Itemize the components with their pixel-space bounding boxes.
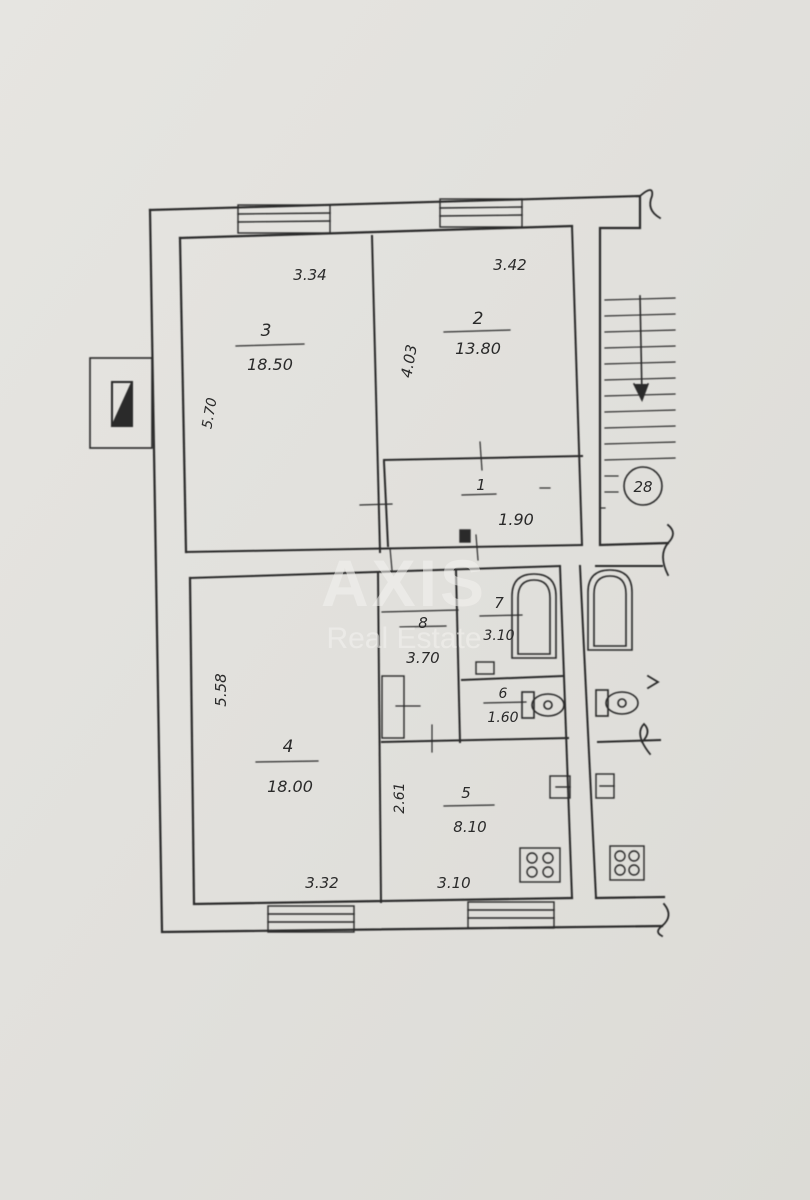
room-number: 4 [283, 737, 294, 757]
room-number: 2 [473, 309, 484, 329]
stair-marker [623, 466, 663, 506]
room-area: 1.60 [487, 710, 518, 726]
window-icon [439, 198, 523, 228]
chimney-icon [89, 357, 153, 449]
toilet-icon [521, 691, 565, 719]
room-area: 1.90 [498, 510, 534, 529]
dimension-room4-height: 5.58 [212, 673, 230, 706]
room-number: 6 [499, 686, 508, 702]
room-area: 18.50 [247, 355, 293, 374]
room-number: 1 [476, 476, 486, 494]
watermark-brand: AXIS [321, 546, 487, 620]
staircase [599, 297, 676, 509]
room-area: 18.00 [267, 777, 313, 796]
dimension-room2-width: 3.42 [493, 256, 526, 274]
window-icon [267, 905, 355, 933]
dimension-room5-width: 3.10 [437, 874, 470, 892]
stair-marker-label: 28 [633, 478, 652, 496]
dimension-room3-width: 3.34 [293, 266, 326, 284]
window-icon [467, 901, 555, 929]
bathtub-icon [587, 569, 633, 651]
sink-icon [381, 675, 405, 739]
room-area: 13.80 [455, 339, 501, 358]
area-fraction-lines [235, 329, 527, 807]
watermark: AXIS Real Estate [321, 546, 487, 655]
watermark-tagline: Real Estate [326, 622, 481, 655]
break-line-icon [638, 189, 674, 938]
dimension-room2-height: 4.03 [397, 343, 421, 379]
room-number: 8 [418, 614, 428, 632]
room-area: 8.10 [453, 818, 486, 836]
room-number: 3 [261, 321, 272, 341]
room-number: 5 [461, 784, 471, 802]
stair-arrow-icon [632, 295, 650, 402]
dimension-room4-width: 3.32 [305, 874, 338, 892]
room-labels: 3 18.50 2 13.80 1 1.90 8 3.70 7 3.10 6 1… [247, 309, 534, 836]
window-icon [237, 204, 331, 234]
dimension-room3-height: 5.70 [199, 396, 220, 430]
room-area: 3.10 [483, 628, 514, 644]
bathtub-icon [511, 573, 557, 659]
toilet-icon [595, 689, 639, 717]
room-number: 7 [494, 594, 504, 612]
room-area: 3.70 [406, 649, 439, 667]
sink-icon [475, 661, 495, 675]
inner-walls [184, 224, 663, 904]
vent-icon [459, 529, 615, 799]
dimension-room5-height: 2.61 [392, 782, 408, 813]
stove-icon [609, 845, 645, 881]
plan-drawing [89, 189, 676, 938]
stove-icon [519, 847, 561, 883]
dimension-labels: 3.34 3.42 5.70 4.03 5.58 3.32 3.10 2.61 … [199, 256, 652, 892]
door-icon [359, 441, 551, 753]
